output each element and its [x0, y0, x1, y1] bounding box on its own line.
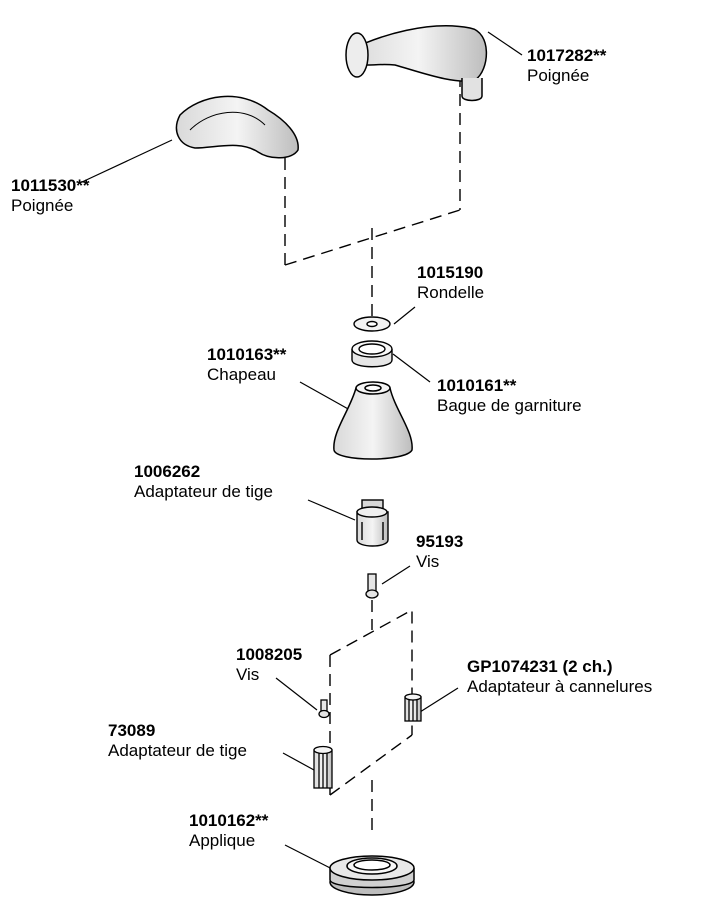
- stem-adapter-bottom-graphic: [313, 745, 333, 789]
- handle-left-graphic: [175, 95, 299, 159]
- part-description: Poignée: [11, 196, 74, 215]
- stem-adapter-top-graphic: [356, 499, 389, 547]
- label-screw-small: 1008205 Vis: [236, 645, 302, 685]
- part-number: 1010163**: [207, 345, 287, 364]
- part-number: 1010162**: [189, 811, 269, 830]
- label-handle-left: 1011530** Poignée: [11, 176, 89, 216]
- part-description: Chapeau: [207, 365, 277, 384]
- leader-lines: [81, 31, 523, 874]
- part-description: Adaptateur à cannelures: [467, 677, 653, 696]
- part-description: Rondelle: [417, 283, 485, 302]
- label-spline-adapter: GP1074231 (2 ch.) Adaptateur à cannelure…: [467, 657, 652, 697]
- label-cap: 1010163** Chapeau: [207, 345, 286, 385]
- label-stem-adapter-bottom: 73089 Adaptateur de tige: [108, 721, 247, 761]
- label-screw-top: 95193 Vis: [416, 532, 463, 572]
- part-number: 1006262: [134, 462, 201, 481]
- label-handle-right: 1017282** Poignée: [527, 46, 606, 86]
- label-washer: 1015190 Rondelle: [417, 263, 484, 303]
- washer-graphic: [353, 316, 391, 332]
- part-description: Adaptateur de tige: [134, 482, 273, 501]
- part-description: Adaptateur de tige: [108, 741, 247, 760]
- part-number: 1017282**: [527, 46, 607, 65]
- part-number: 1008205: [236, 645, 303, 664]
- part-description: Bague de garniture: [437, 396, 582, 415]
- part-number: 1010161**: [437, 376, 517, 395]
- screw-small-graphic: [318, 699, 330, 719]
- handle-right-graphic: [345, 25, 488, 102]
- spline-adapter-graphic: [404, 693, 422, 722]
- part-number: 95193: [416, 532, 464, 551]
- part-number: 1011530**: [11, 176, 90, 195]
- part-number: 73089: [108, 721, 156, 740]
- label-escutcheon: 1010162** Applique: [189, 811, 268, 851]
- part-description: Applique: [189, 831, 256, 850]
- escutcheon-graphic: [329, 855, 415, 896]
- screw-top-graphic: [365, 573, 379, 599]
- part-number: 1015190: [417, 263, 484, 282]
- cap-graphic: [333, 381, 413, 460]
- part-description: Vis: [416, 552, 440, 571]
- label-trim-ring: 1010161** Bague de garniture: [437, 376, 582, 416]
- label-stem-adapter-top: 1006262 Adaptateur de tige: [134, 462, 273, 502]
- part-description: Poignée: [527, 66, 590, 85]
- part-number: GP1074231 (2 ch.): [467, 657, 613, 676]
- part-description: Vis: [236, 665, 260, 684]
- trim-ring-graphic: [351, 340, 393, 368]
